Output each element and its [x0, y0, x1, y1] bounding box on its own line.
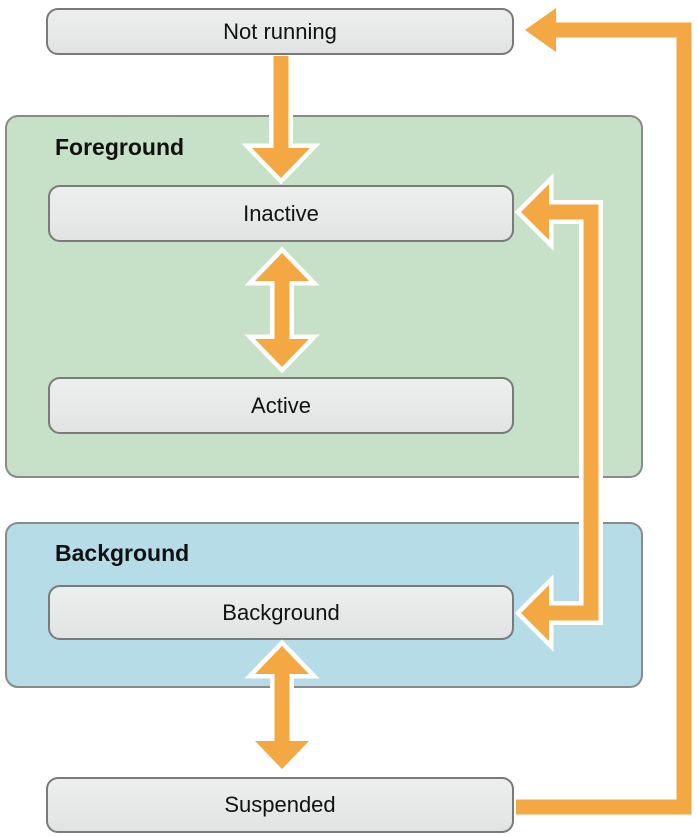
group-foreground-label: Foreground: [55, 134, 185, 160]
state-label-suspended: Suspended: [224, 792, 336, 817]
state-node-background: Background: [48, 585, 514, 640]
state-label-active: Active: [251, 392, 311, 418]
state-label-background: Background: [222, 599, 340, 625]
group-background-label: Background: [55, 540, 190, 566]
state-node-active: Active: [48, 377, 514, 434]
state-label-not-running: Not running: [223, 18, 337, 44]
state-label-inactive: Inactive: [243, 200, 319, 226]
state-node-inactive: Inactive: [48, 185, 514, 242]
state-node-not-running: Not running: [46, 8, 514, 55]
state-node-suspended: Suspended: [46, 777, 514, 833]
